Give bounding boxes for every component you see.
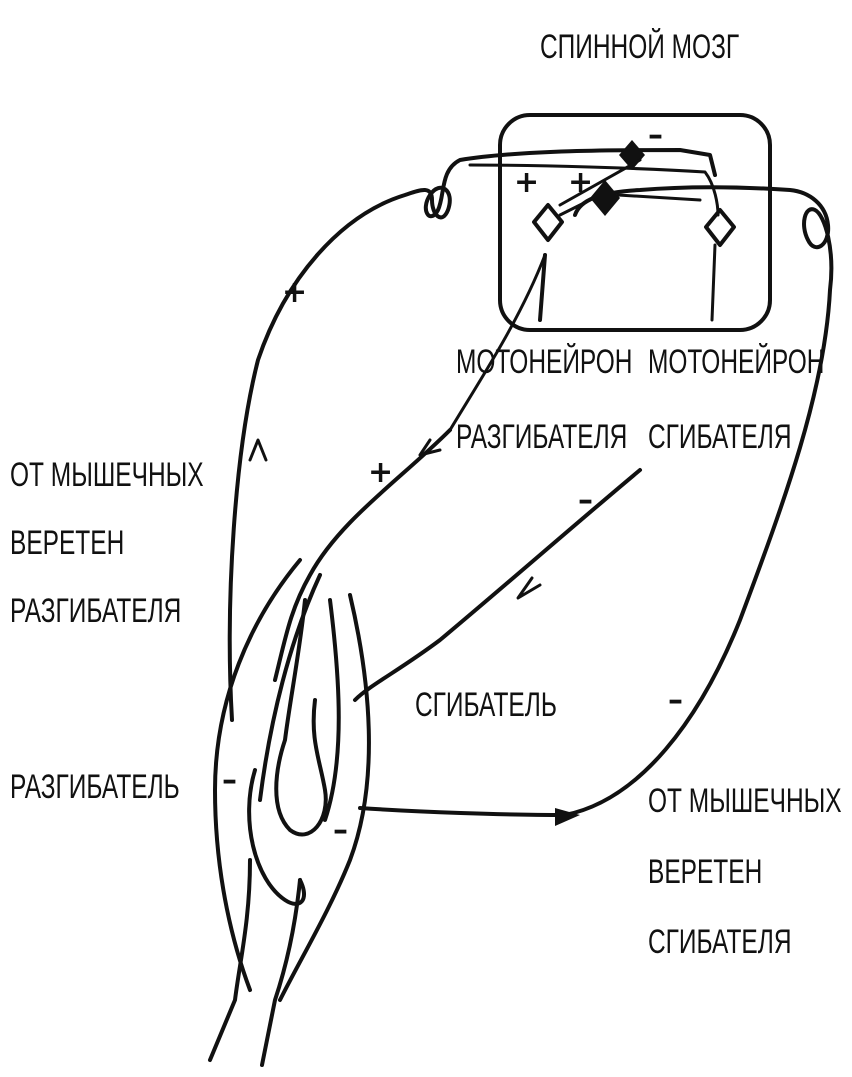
extensor-muscle-label: РАЗГИБАТЕЛЬ <box>10 770 180 804</box>
arrow-flexor-motor <box>518 578 540 598</box>
flexor-muscle-label: СГИБАТЕЛЬ <box>415 688 557 722</box>
extensor-motoneuron-label-line2: РАЗГИБАТЕЛЯ <box>456 420 627 454</box>
sign-plus-extensor-afferent: + <box>282 275 307 310</box>
flexor-motoneuron-label-line1: МОТОНЕЙРОН <box>648 345 824 379</box>
extensor-spindle-label-line3: РАЗГИБАТЕЛЯ <box>10 594 181 628</box>
arrow-up-extensor-afferent <box>250 440 266 460</box>
extensor-spindle-label-line1: ОТ МЫШЕЧНЫХ <box>10 458 204 492</box>
sign-minus-flexor-motor: – <box>578 483 593 518</box>
sign-minus-flexor-muscle: – <box>333 813 348 848</box>
inner-collateral-fiber <box>470 165 718 215</box>
flexor-motoneuron-label-line2: СГИБАТЕЛЯ <box>648 420 792 454</box>
flexor-motoneuron-body <box>706 210 734 245</box>
sign-plus-extensor-motor: + <box>368 455 393 490</box>
flexor-spindle-label-line2: ВЕРЕТЕН <box>648 855 762 889</box>
extensor-motoneuron-body <box>534 205 562 240</box>
extensor-spindle-label-line2: ВЕРЕТЕН <box>10 526 124 560</box>
sign-minus-flexor-afferent: – <box>668 683 683 718</box>
sign-minus-extensor-muscle: – <box>222 763 237 798</box>
spinal-cord-label: СПИННОЙ МОЗГ <box>540 30 739 64</box>
extensor-motoneuron-label-line1: МОТОНЕЙРОН <box>456 345 632 379</box>
sign-plus-synapse-2: + <box>568 165 593 200</box>
flexor-spindle-label-line3: СГИБАТЕЛЯ <box>648 925 792 959</box>
joint-bone <box>249 600 326 904</box>
flexor-motor-axon <box>355 470 640 700</box>
flexor-motoneuron-stem <box>712 245 715 320</box>
flexor-spindle-label-line1: ОТ МЫШЕЧНЫХ <box>648 784 842 818</box>
sign-plus-synapse-1: + <box>514 165 539 200</box>
sign-minus-synapse: – <box>648 118 663 153</box>
